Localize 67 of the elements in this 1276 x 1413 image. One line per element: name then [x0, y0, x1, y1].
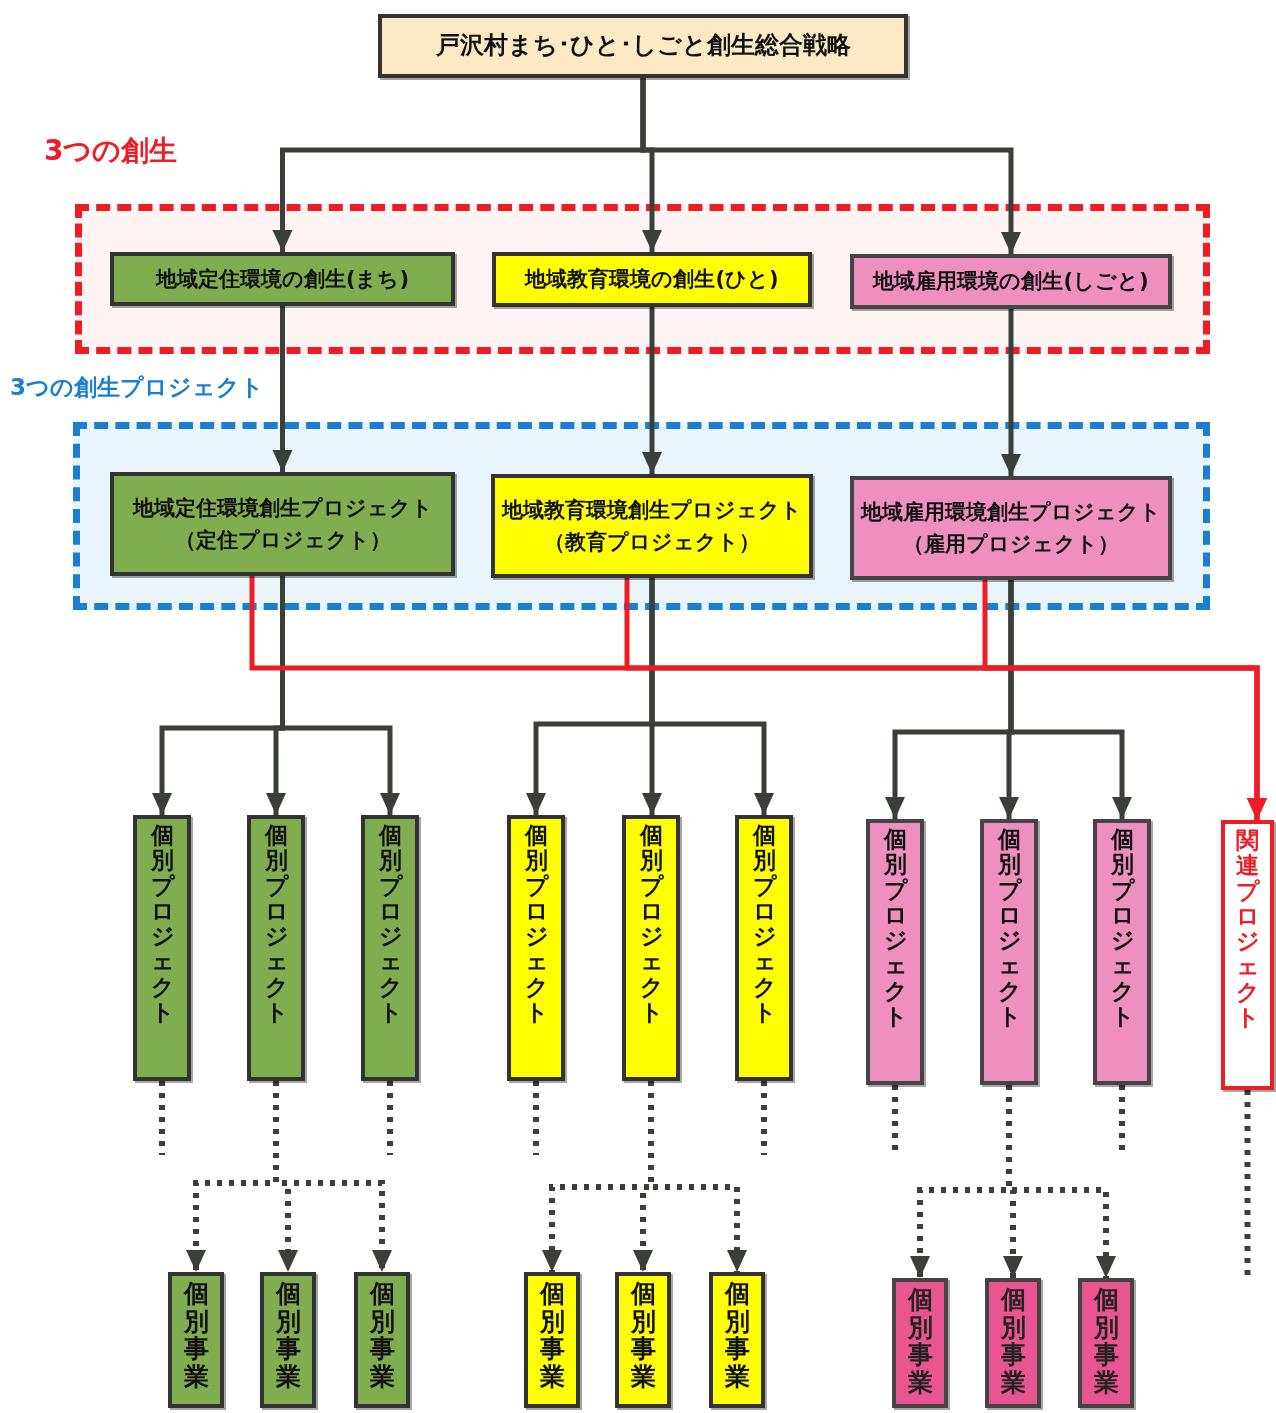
dotted-arrow	[273, 1081, 392, 1272]
box-label: 個別プロジェクト	[378, 823, 402, 1026]
arrow	[1001, 309, 1021, 476]
arrow	[982, 580, 1267, 820]
vertical-project-box	[866, 819, 924, 1085]
vertical-project-box	[615, 1272, 671, 1408]
vertical-project-box	[247, 815, 305, 1081]
arrow	[272, 306, 293, 472]
process-box	[850, 476, 1172, 580]
box-label: 関連プロジェクト	[1236, 828, 1259, 1031]
box-label: （教育プロジェクト）	[544, 530, 760, 555]
vertical-project-box	[361, 815, 419, 1081]
group-heading: 3つの創生	[44, 133, 178, 169]
vertical-project-box	[622, 815, 680, 1081]
box-label: 個別事業	[1000, 1286, 1026, 1396]
arrow	[1008, 580, 1132, 819]
process-box	[491, 474, 813, 578]
process-box	[110, 252, 455, 306]
vertical-project-box	[985, 1278, 1041, 1408]
box-label: 個別プロジェクト	[264, 823, 288, 1026]
box-label: 個別事業	[630, 1280, 656, 1390]
box-label: 地域教育環境の創生(ひと)	[525, 267, 779, 292]
box-label: 個別プロジェクト	[883, 827, 907, 1030]
box-label: 地域定住環境の創生(まち)	[155, 266, 410, 292]
vertical-project-box	[168, 1272, 224, 1408]
box-label: 個別プロジェクト	[752, 823, 776, 1026]
box-label: 戸沢村まち･ひと･しごと創生総合戦略	[435, 32, 851, 60]
title-box	[378, 14, 908, 78]
box-label: 個別プロジェクト	[639, 823, 663, 1026]
vertical-project-box	[709, 1272, 765, 1408]
process-box	[492, 252, 812, 307]
vertical-project-box	[735, 815, 793, 1081]
box-label: 個別事業	[369, 1280, 395, 1390]
group-heading: 3つの創生プロジェクト	[10, 373, 264, 402]
process-box	[850, 254, 1172, 309]
box-label: 個別プロジェクト	[524, 823, 548, 1026]
box-label: 地域定住環境創生プロジェクト	[132, 495, 433, 520]
box-label: 個別事業	[183, 1280, 209, 1390]
box-label: 個別事業	[1093, 1286, 1119, 1396]
box-label: （定住プロジェクト）	[174, 528, 391, 553]
box-label: （雇用プロジェクト）	[903, 532, 1119, 557]
box-label: 地域雇用環境創生プロジェクト	[861, 499, 1161, 524]
arrow	[649, 578, 774, 815]
box-label: 個別事業	[724, 1280, 750, 1390]
box-label: 地域教育環境創生プロジェクト	[502, 497, 802, 522]
box-label: 個別プロジェクト	[1110, 827, 1134, 1030]
vertical-project-box	[1093, 819, 1151, 1085]
vertical-project-box	[524, 1272, 580, 1408]
dotted-arrow	[1006, 1085, 1116, 1278]
vertical-project-box	[260, 1272, 316, 1408]
vertical-project-box	[133, 815, 191, 1081]
vertical-project-box	[354, 1272, 410, 1408]
box-label: 個別事業	[539, 1280, 565, 1390]
vertical-project-box	[892, 1278, 948, 1408]
arrow	[640, 78, 1021, 254]
dotted-arrow	[648, 1081, 747, 1272]
process-box	[110, 472, 455, 576]
box-label: 個別プロジェクト	[150, 823, 174, 1026]
vertical-project-box	[507, 815, 565, 1081]
arrow	[642, 307, 662, 474]
box-label: 地域雇用環境の創生(しごと)	[873, 269, 1149, 294]
box-label: 個別事業	[907, 1286, 933, 1396]
vertical-project-box	[1221, 820, 1274, 1090]
box-label: 個別事業	[275, 1280, 301, 1390]
vertical-project-box	[980, 819, 1038, 1085]
vertical-project-box	[1078, 1278, 1134, 1408]
box-label: 個別プロジェクト	[997, 827, 1021, 1030]
